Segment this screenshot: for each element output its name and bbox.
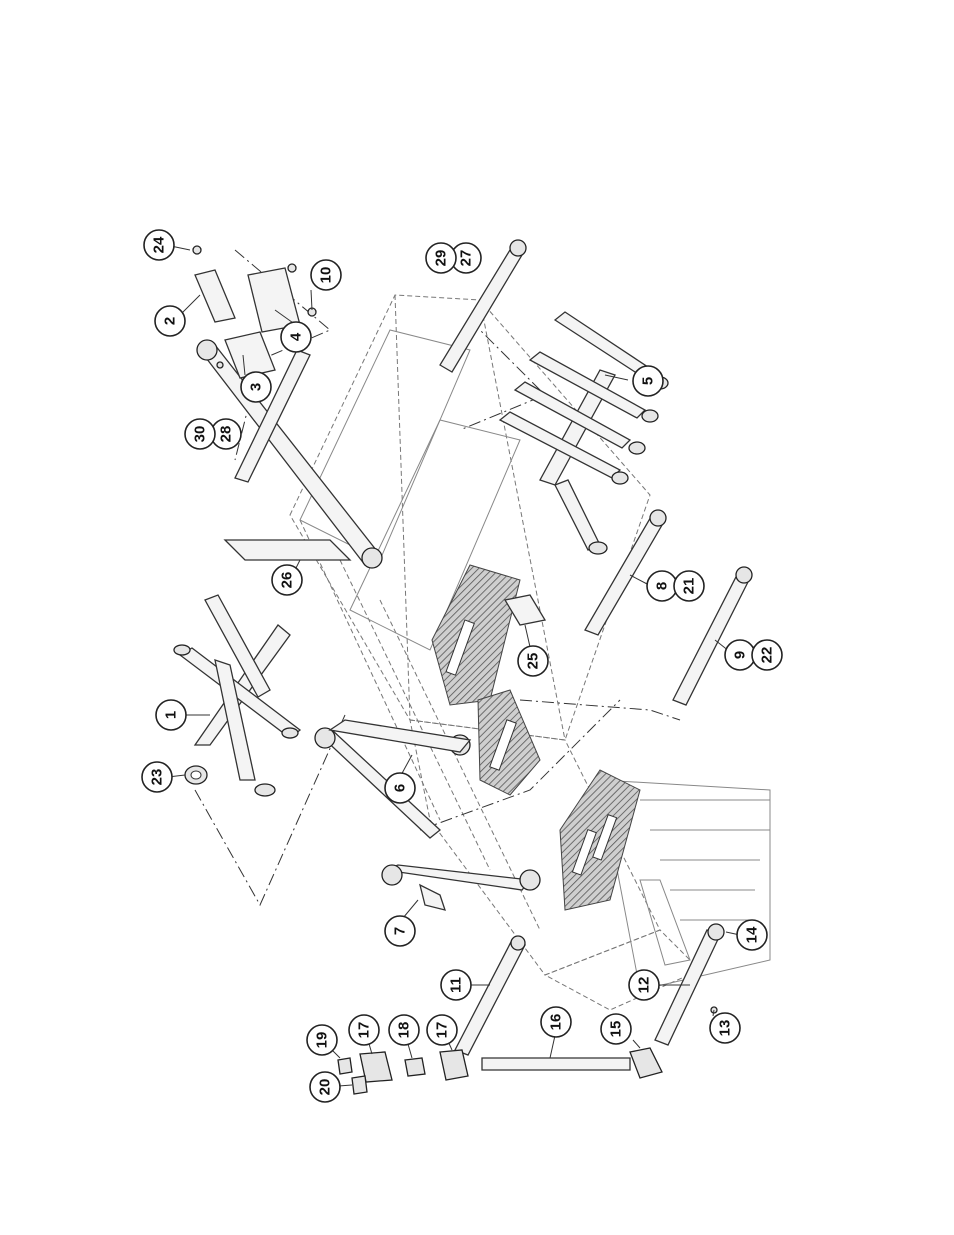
callout-14: 14 [736, 919, 768, 951]
svg-text:30: 30 [192, 426, 209, 443]
callout-18: 18 [388, 1014, 420, 1046]
svg-text:8: 8 [654, 582, 671, 590]
callout-23: 23 [141, 761, 173, 793]
svg-text:6: 6 [392, 784, 409, 792]
callout-13: 13 [709, 1012, 741, 1044]
svg-text:24: 24 [151, 236, 168, 253]
svg-text:27: 27 [458, 250, 475, 267]
svg-text:21: 21 [681, 578, 698, 595]
part-6-manifold [314, 719, 472, 839]
svg-text:22: 22 [759, 647, 776, 664]
svg-text:9: 9 [732, 651, 749, 659]
callout-4: 4 [280, 321, 312, 353]
part-1-burner-manifold [173, 594, 302, 797]
callout-30: 30 [184, 418, 216, 450]
svg-text:25: 25 [525, 653, 542, 670]
callout-27: 27 [450, 242, 482, 274]
callout-20: 20 [309, 1071, 341, 1103]
svg-text:1: 1 [163, 711, 180, 719]
callout-17-upper: 17 [348, 1014, 380, 1046]
part-23-washer [184, 765, 208, 785]
callout-15: 15 [600, 1013, 632, 1045]
part-26-manifold [196, 339, 383, 569]
callout-5: 5 [632, 365, 664, 397]
callout-11: 11 [440, 969, 472, 1001]
svg-text:20: 20 [317, 1079, 334, 1096]
part-9-22-burner-tube [672, 566, 753, 706]
callout-22: 22 [751, 639, 783, 671]
svg-text:26: 26 [279, 572, 296, 589]
part-7-manifold [381, 864, 541, 911]
parts-2-3-4-brackets [192, 245, 317, 379]
callout-21: 21 [673, 570, 705, 602]
callout-12: 12 [628, 969, 660, 1001]
svg-text:5: 5 [640, 377, 657, 385]
callout-3: 3 [240, 371, 272, 403]
part-27-29-burner-tube [439, 239, 527, 373]
part-25-bracket [503, 594, 547, 626]
svg-text:7: 7 [392, 927, 409, 935]
part-8-21-burner-tube [584, 509, 667, 636]
svg-text:17: 17 [356, 1022, 373, 1039]
callout-6: 6 [384, 772, 416, 804]
callout-bubbles: 1 2 3 4 5 6 7 8 9 10 11 12 13 14 15 16 1… [141, 229, 783, 1103]
svg-text:14: 14 [744, 926, 761, 943]
callout-24: 24 [143, 229, 175, 261]
callout-26: 26 [271, 564, 303, 596]
svg-text:18: 18 [396, 1022, 413, 1039]
svg-text:12: 12 [636, 977, 653, 994]
callout-2: 2 [154, 305, 186, 337]
callout-10: 10 [310, 259, 342, 291]
svg-text:4: 4 [288, 332, 305, 341]
callout-29: 29 [425, 242, 457, 274]
svg-text:23: 23 [149, 769, 166, 786]
callout-8: 8 [646, 570, 678, 602]
svg-text:28: 28 [218, 426, 235, 443]
svg-text:15: 15 [608, 1021, 625, 1038]
svg-text:16: 16 [548, 1014, 565, 1031]
callout-9: 9 [724, 639, 756, 671]
oven-mesh-windows [431, 564, 641, 911]
svg-text:13: 13 [717, 1020, 734, 1037]
callout-7: 7 [384, 915, 416, 947]
svg-text:11: 11 [448, 977, 465, 993]
callout-16: 16 [540, 1006, 572, 1038]
svg-text:29: 29 [433, 250, 450, 267]
part-5-burner-rack [498, 311, 669, 555]
callout-19: 19 [306, 1024, 338, 1056]
callout-1: 1 [155, 699, 187, 731]
svg-text:17: 17 [434, 1022, 451, 1039]
svg-text:2: 2 [162, 317, 179, 325]
svg-text:19: 19 [314, 1032, 331, 1049]
callout-17-lower: 17 [426, 1014, 458, 1046]
gas-pipe-assembly [337, 923, 725, 1095]
svg-text:3: 3 [248, 383, 265, 391]
svg-text:10: 10 [318, 267, 335, 284]
part-28-30-burner-tube [234, 349, 311, 483]
callout-25: 25 [517, 645, 549, 677]
